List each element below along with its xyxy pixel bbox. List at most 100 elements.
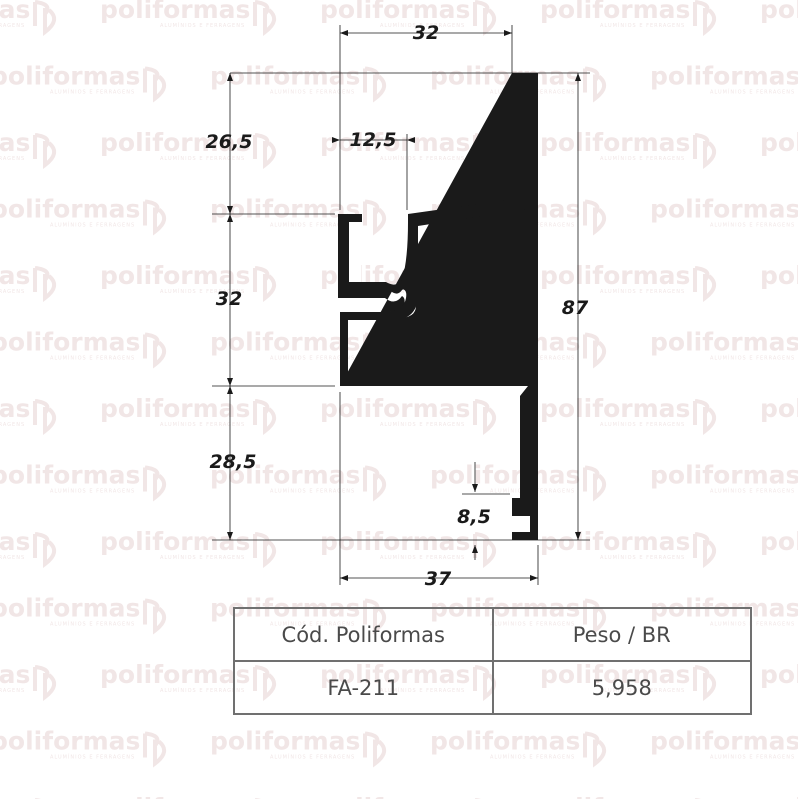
watermark-tagline: ALUMÍNIOS E FERRAGENS bbox=[600, 22, 685, 29]
watermark-brand: poliformas bbox=[100, 261, 250, 290]
watermark-brand: poliformas bbox=[650, 62, 798, 91]
watermark-tagline: ALUMÍNIOS E FERRAGENS bbox=[270, 488, 355, 495]
dim-slot-height: 8,5 bbox=[457, 506, 491, 528]
spec-table-header: Cód. Poliformas Peso / BR bbox=[233, 607, 752, 662]
watermark-tagline: ALUMÍNIOS E FERRAGENS bbox=[50, 222, 135, 229]
watermark-brand: poliformas bbox=[210, 461, 360, 490]
watermark-logo-icon bbox=[143, 598, 167, 635]
watermark-tagline: ALUMÍNIOS E FERRAGENS bbox=[270, 355, 355, 362]
watermark-logo-icon bbox=[583, 332, 607, 369]
watermark-logo-icon bbox=[363, 199, 387, 236]
cell-weight: 5,958 bbox=[491, 660, 752, 715]
dimension-arrowheads bbox=[227, 30, 581, 581]
watermark-brand: poliformas bbox=[100, 660, 250, 689]
watermark-logo-icon bbox=[693, 133, 717, 170]
watermark-brand: poliformas bbox=[0, 727, 140, 756]
watermark-logo-icon bbox=[253, 532, 277, 569]
watermark-tagline: ALUMÍNIOS E FERRAGENS bbox=[600, 554, 685, 561]
dim-top-width: 32 bbox=[413, 22, 439, 44]
watermark-tagline: ALUMÍNIOS E FERRAGENS bbox=[490, 754, 575, 761]
watermark-brand: poliformas bbox=[650, 727, 798, 756]
watermark-logo-icon bbox=[363, 66, 387, 103]
watermark-brand: poliformas bbox=[0, 328, 140, 357]
watermark-logo-icon bbox=[143, 199, 167, 236]
watermark-brand: poliformas bbox=[540, 793, 690, 799]
watermark-logo-icon bbox=[693, 399, 717, 436]
watermark-brand: poliformas bbox=[0, 261, 30, 290]
watermark-logo-icon bbox=[363, 731, 387, 768]
watermark-logo-icon bbox=[253, 0, 277, 37]
watermark-brand: poliformas bbox=[100, 0, 250, 24]
watermark-tagline: ALUMÍNIOS E FERRAGENS bbox=[380, 554, 465, 561]
watermark-brand: poliformas bbox=[210, 328, 360, 357]
watermark-logo-icon bbox=[253, 133, 277, 170]
watermark-brand: poliformas bbox=[430, 461, 580, 490]
watermark-brand: poliformas bbox=[320, 0, 470, 24]
aluminum-profile-body bbox=[340, 197, 528, 386]
watermark-brand: poliformas bbox=[100, 394, 250, 423]
watermark-brand: poliformas bbox=[540, 0, 690, 24]
watermark-tagline: ALUMÍNIOS E FERRAGENS bbox=[710, 621, 795, 628]
watermark-tagline: ALUMÍNIOS E FERRAGENS bbox=[710, 355, 795, 362]
watermark-tagline: ALUMÍNIOS E FERRAGENS bbox=[160, 155, 245, 162]
watermark-tagline: ALUMÍNIOS E FERRAGENS bbox=[160, 421, 245, 428]
watermark-logo-icon bbox=[33, 399, 57, 436]
watermark-logo-icon bbox=[143, 66, 167, 103]
watermark-tagline: ALUMÍNIOS E FERRAGENS bbox=[710, 488, 795, 495]
watermark-tagline: ALUMÍNIOS E FERRAGENS bbox=[270, 222, 355, 229]
watermark-tagline: ALUMÍNIOS E FERRAGENS bbox=[160, 687, 245, 694]
spec-table: Cód. Poliformas Peso / BR FA-211 5,958 bbox=[233, 607, 752, 715]
watermark-tagline: ALUMÍNIOS E FERRAGENS bbox=[600, 421, 685, 428]
header-code: Cód. Poliformas bbox=[233, 607, 494, 662]
watermark-brand: poliformas bbox=[210, 727, 360, 756]
watermark-brand: poliformas bbox=[0, 62, 140, 91]
watermark-tagline: ALUMÍNIOS E FERRAGENS bbox=[0, 421, 25, 428]
watermark-logo-icon bbox=[33, 665, 57, 702]
watermark-tagline: ALUMÍNIOS E FERRAGENS bbox=[710, 222, 795, 229]
dim-upper-height: 26,5 bbox=[206, 131, 253, 153]
watermark-tagline: ALUMÍNIOS E FERRAGENS bbox=[50, 89, 135, 96]
watermark-brand: poliformas bbox=[760, 793, 798, 799]
watermark-logo-icon bbox=[143, 332, 167, 369]
watermark-brand: poliformas bbox=[540, 527, 690, 556]
watermark-tagline: ALUMÍNIOS E FERRAGENS bbox=[0, 687, 25, 694]
watermark-brand: poliformas bbox=[650, 195, 798, 224]
watermark-logo-icon bbox=[33, 532, 57, 569]
watermark-logo-icon bbox=[33, 266, 57, 303]
watermark-brand: poliformas bbox=[760, 261, 798, 290]
watermark-logo-icon bbox=[33, 133, 57, 170]
watermark-brand: poliformas bbox=[0, 128, 30, 157]
watermark-tagline: ALUMÍNIOS E FERRAGENS bbox=[380, 421, 465, 428]
watermark-tagline: ALUMÍNIOS E FERRAGENS bbox=[710, 754, 795, 761]
watermark-logo-icon bbox=[583, 66, 607, 103]
watermark-logo-icon bbox=[143, 731, 167, 768]
watermark-tagline: ALUMÍNIOS E FERRAGENS bbox=[710, 89, 795, 96]
dim-bottom-width: 37 bbox=[425, 568, 452, 590]
watermark-brand: poliformas bbox=[0, 594, 140, 623]
watermark-brand: poliformas bbox=[540, 261, 690, 290]
watermark-tagline: ALUMÍNIOS E FERRAGENS bbox=[160, 288, 245, 295]
watermark-logo-icon bbox=[253, 399, 277, 436]
